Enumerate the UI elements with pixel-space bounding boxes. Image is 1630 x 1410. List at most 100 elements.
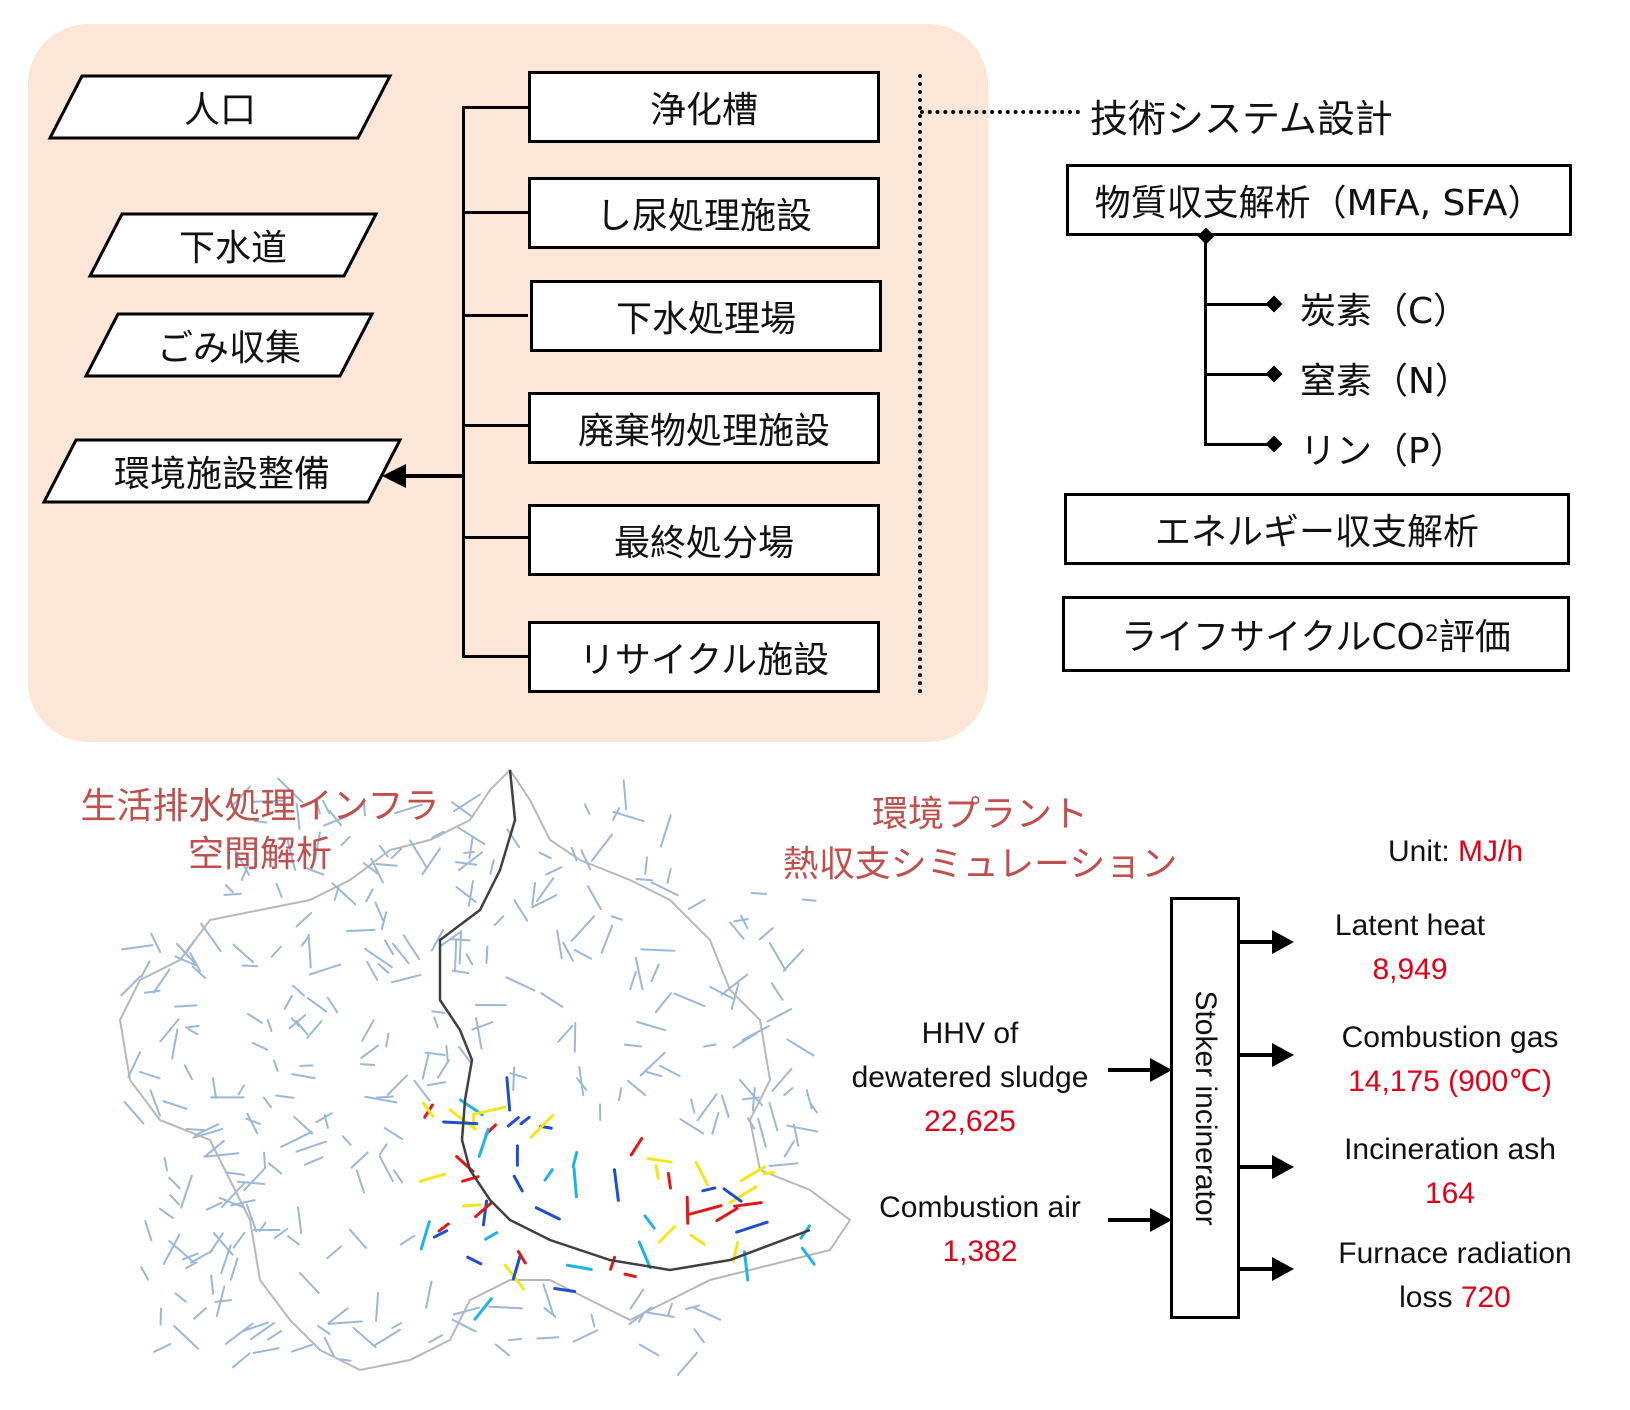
colored-stream — [571, 1151, 579, 1169]
stream — [363, 947, 394, 969]
stream — [738, 1078, 764, 1107]
colored-stream — [506, 1116, 520, 1128]
stream — [159, 1018, 180, 1043]
output-latent-label: Latent heat — [1334, 909, 1486, 942]
stream — [210, 1274, 215, 1296]
stream — [513, 899, 529, 922]
stream — [375, 1291, 380, 1322]
stream — [293, 1115, 314, 1135]
stream — [770, 982, 784, 1001]
stream — [192, 1128, 224, 1139]
stream — [634, 956, 644, 991]
stream — [740, 914, 749, 930]
stream — [433, 1016, 439, 1028]
colored-stream — [685, 1195, 690, 1225]
stream — [729, 921, 745, 940]
stream — [783, 1087, 794, 1097]
facility-final-disposal-site: 最終処分場 — [528, 504, 880, 576]
stream — [149, 1089, 161, 1117]
stream — [639, 1051, 666, 1077]
stream — [556, 929, 563, 960]
stream — [211, 1076, 217, 1099]
stream — [183, 1064, 194, 1081]
stream — [163, 1156, 168, 1172]
element-connector-p — [1204, 443, 1274, 446]
stream — [204, 1152, 240, 1158]
output-radiation-value: 720 — [1460, 1281, 1511, 1314]
stream — [306, 997, 328, 1013]
stream — [224, 884, 234, 894]
colored-stream — [643, 1214, 656, 1230]
stream — [168, 1239, 196, 1265]
stream — [152, 968, 171, 994]
stream — [273, 1227, 289, 1239]
stream — [243, 1168, 266, 1191]
stream — [629, 1288, 645, 1310]
stream — [399, 1234, 416, 1246]
colored-stream — [637, 1240, 652, 1270]
stream — [232, 943, 255, 964]
stream — [394, 803, 423, 815]
stream — [245, 1117, 261, 1125]
stream — [431, 1010, 446, 1014]
stream — [383, 939, 394, 956]
stream — [720, 1094, 730, 1118]
stream — [610, 915, 623, 921]
input-sewerage: 下水道 — [87, 212, 379, 278]
input-air-label: Combustion air — [879, 1191, 1081, 1224]
stream — [451, 1318, 477, 1333]
stream — [458, 1045, 472, 1064]
stream — [654, 992, 673, 1014]
output-radiation-label: Furnace radiation — [1338, 1237, 1572, 1270]
stream — [275, 1094, 295, 1099]
output-latent-value: 8,949 — [1372, 953, 1448, 986]
stream — [383, 1127, 404, 1140]
stream — [623, 1043, 643, 1048]
stream — [531, 881, 537, 906]
stream — [171, 1028, 179, 1060]
stream — [463, 851, 476, 854]
stream — [494, 1343, 510, 1357]
stream — [644, 856, 648, 875]
stream — [768, 1162, 799, 1167]
stream — [573, 1022, 577, 1053]
stream — [245, 1203, 258, 1233]
connector-3 — [462, 314, 528, 317]
colored-stream — [800, 1246, 816, 1266]
stream — [471, 1021, 494, 1031]
element-tree-trunk — [1204, 236, 1207, 446]
colored-stream — [529, 1113, 555, 1139]
stream — [391, 942, 410, 965]
stream — [123, 1101, 145, 1125]
stream — [237, 1084, 246, 1096]
stream — [323, 1336, 336, 1358]
spatial-analysis-title-line1: 生活排水処理インフラ — [80, 786, 440, 827]
stream — [809, 1102, 818, 1114]
stream — [390, 973, 422, 984]
stream — [628, 1306, 653, 1326]
dotted-link — [920, 110, 1080, 114]
colored-stream — [742, 1250, 750, 1282]
stream — [690, 1098, 696, 1114]
element-carbon: 炭素（C） — [1300, 291, 1470, 332]
stream — [308, 963, 342, 976]
stream — [709, 985, 735, 1000]
colored-stream — [715, 1206, 739, 1223]
stream — [536, 1336, 560, 1340]
stream — [485, 945, 489, 964]
stoker-incinerator-box: Stoker incinerator — [1170, 897, 1240, 1319]
river-basin-map — [118, 768, 852, 1376]
input-population-label: 人口 — [183, 90, 256, 131]
element-nitrogen: 窒素（N） — [1300, 361, 1471, 402]
stream — [600, 924, 614, 954]
stream — [262, 1096, 273, 1109]
input-garbage-collection-label: ごみ収集 — [156, 328, 301, 369]
stream — [768, 942, 787, 972]
stream — [366, 960, 379, 981]
colored-stream — [654, 1164, 660, 1181]
stream — [730, 982, 740, 1010]
stream — [246, 1112, 259, 1135]
arrow-to-facility-development — [400, 474, 464, 478]
stream — [637, 1311, 646, 1323]
colored-stream — [473, 1297, 493, 1321]
